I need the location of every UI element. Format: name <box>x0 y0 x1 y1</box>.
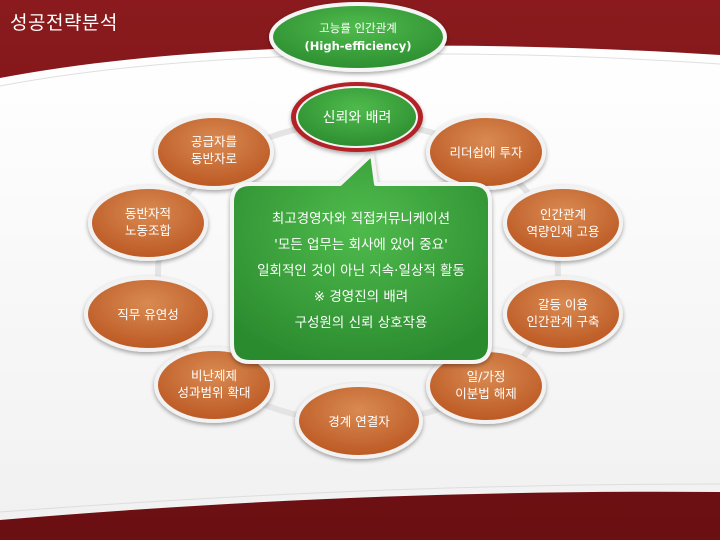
callout-line3: 일회적인 것이 아닌 지속·일상적 활동 <box>257 263 465 279</box>
callout-line5: 구성원의 신뢰 상호작용 <box>295 315 428 331</box>
node-supplier[interactable]: 공급자를 동반자로 <box>154 114 274 190</box>
node-flexibility-label: 직무 유연성 <box>117 307 178 322</box>
callout-line2: '모든 업무는 회사에 있어 중요' <box>274 237 448 253</box>
node-conflict[interactable]: 갈등 이용 인간관계 구축 <box>503 276 623 352</box>
node-boundary[interactable]: 경계 연결자 <box>295 383 423 459</box>
top-node-line1: 고능률 인간관계 <box>319 21 397 35</box>
node-labor-line1: 동반자적 <box>125 206 171 221</box>
node-leadership-label: 리더쉽에 투자 <box>450 145 523 160</box>
focus-node[interactable]: 신뢰와 배려 <box>291 82 423 152</box>
node-labor[interactable]: 동반자적 노동조합 <box>88 185 208 261</box>
node-boundary-label: 경계 연결자 <box>328 414 390 429</box>
node-labor-line2: 노동조합 <box>125 223 172 238</box>
slide-title: 성공전략분석 <box>10 12 118 34</box>
top-node-line2: (High-efficiency) <box>305 39 412 53</box>
callout-line1: 최고경영자와 직접커뮤니케이션 <box>272 211 450 227</box>
node-flexibility[interactable]: 직무 유연성 <box>84 276 212 352</box>
node-worklife-line1: 일/가정 <box>467 369 506 384</box>
node-competency-line1: 인간관계 <box>540 207 586 222</box>
node-conflict-line2: 인간관계 구축 <box>527 314 600 329</box>
node-conflict-line1: 갈등 이용 <box>538 297 588 312</box>
node-nonfinancial-line1: 비난제제 <box>191 368 237 383</box>
node-supplier-line2: 동반자로 <box>191 151 237 166</box>
callout-line4: ※ 경영진의 배려 <box>314 289 408 305</box>
focus-node-label: 신뢰와 배려 <box>323 110 392 126</box>
node-worklife-line2: 이분법 해제 <box>455 386 516 401</box>
top-node[interactable]: 고능률 인간관계 (High-efficiency) <box>269 2 447 72</box>
callout-box: 최고경영자와 직접커뮤니케이션 '모든 업무는 회사에 있어 중요' 일회적인 … <box>230 152 492 364</box>
node-leadership[interactable]: 리더쉽에 투자 <box>426 114 546 190</box>
node-nonfinancial[interactable]: 비난제제 성과범위 확대 <box>154 347 274 423</box>
node-supplier-line1: 공급자를 <box>191 134 237 149</box>
node-competency[interactable]: 인간관계 역량인재 고용 <box>503 185 623 261</box>
node-competency-line2: 역량인재 고용 <box>527 224 600 239</box>
node-nonfinancial-line2: 성과범위 확대 <box>178 385 251 400</box>
